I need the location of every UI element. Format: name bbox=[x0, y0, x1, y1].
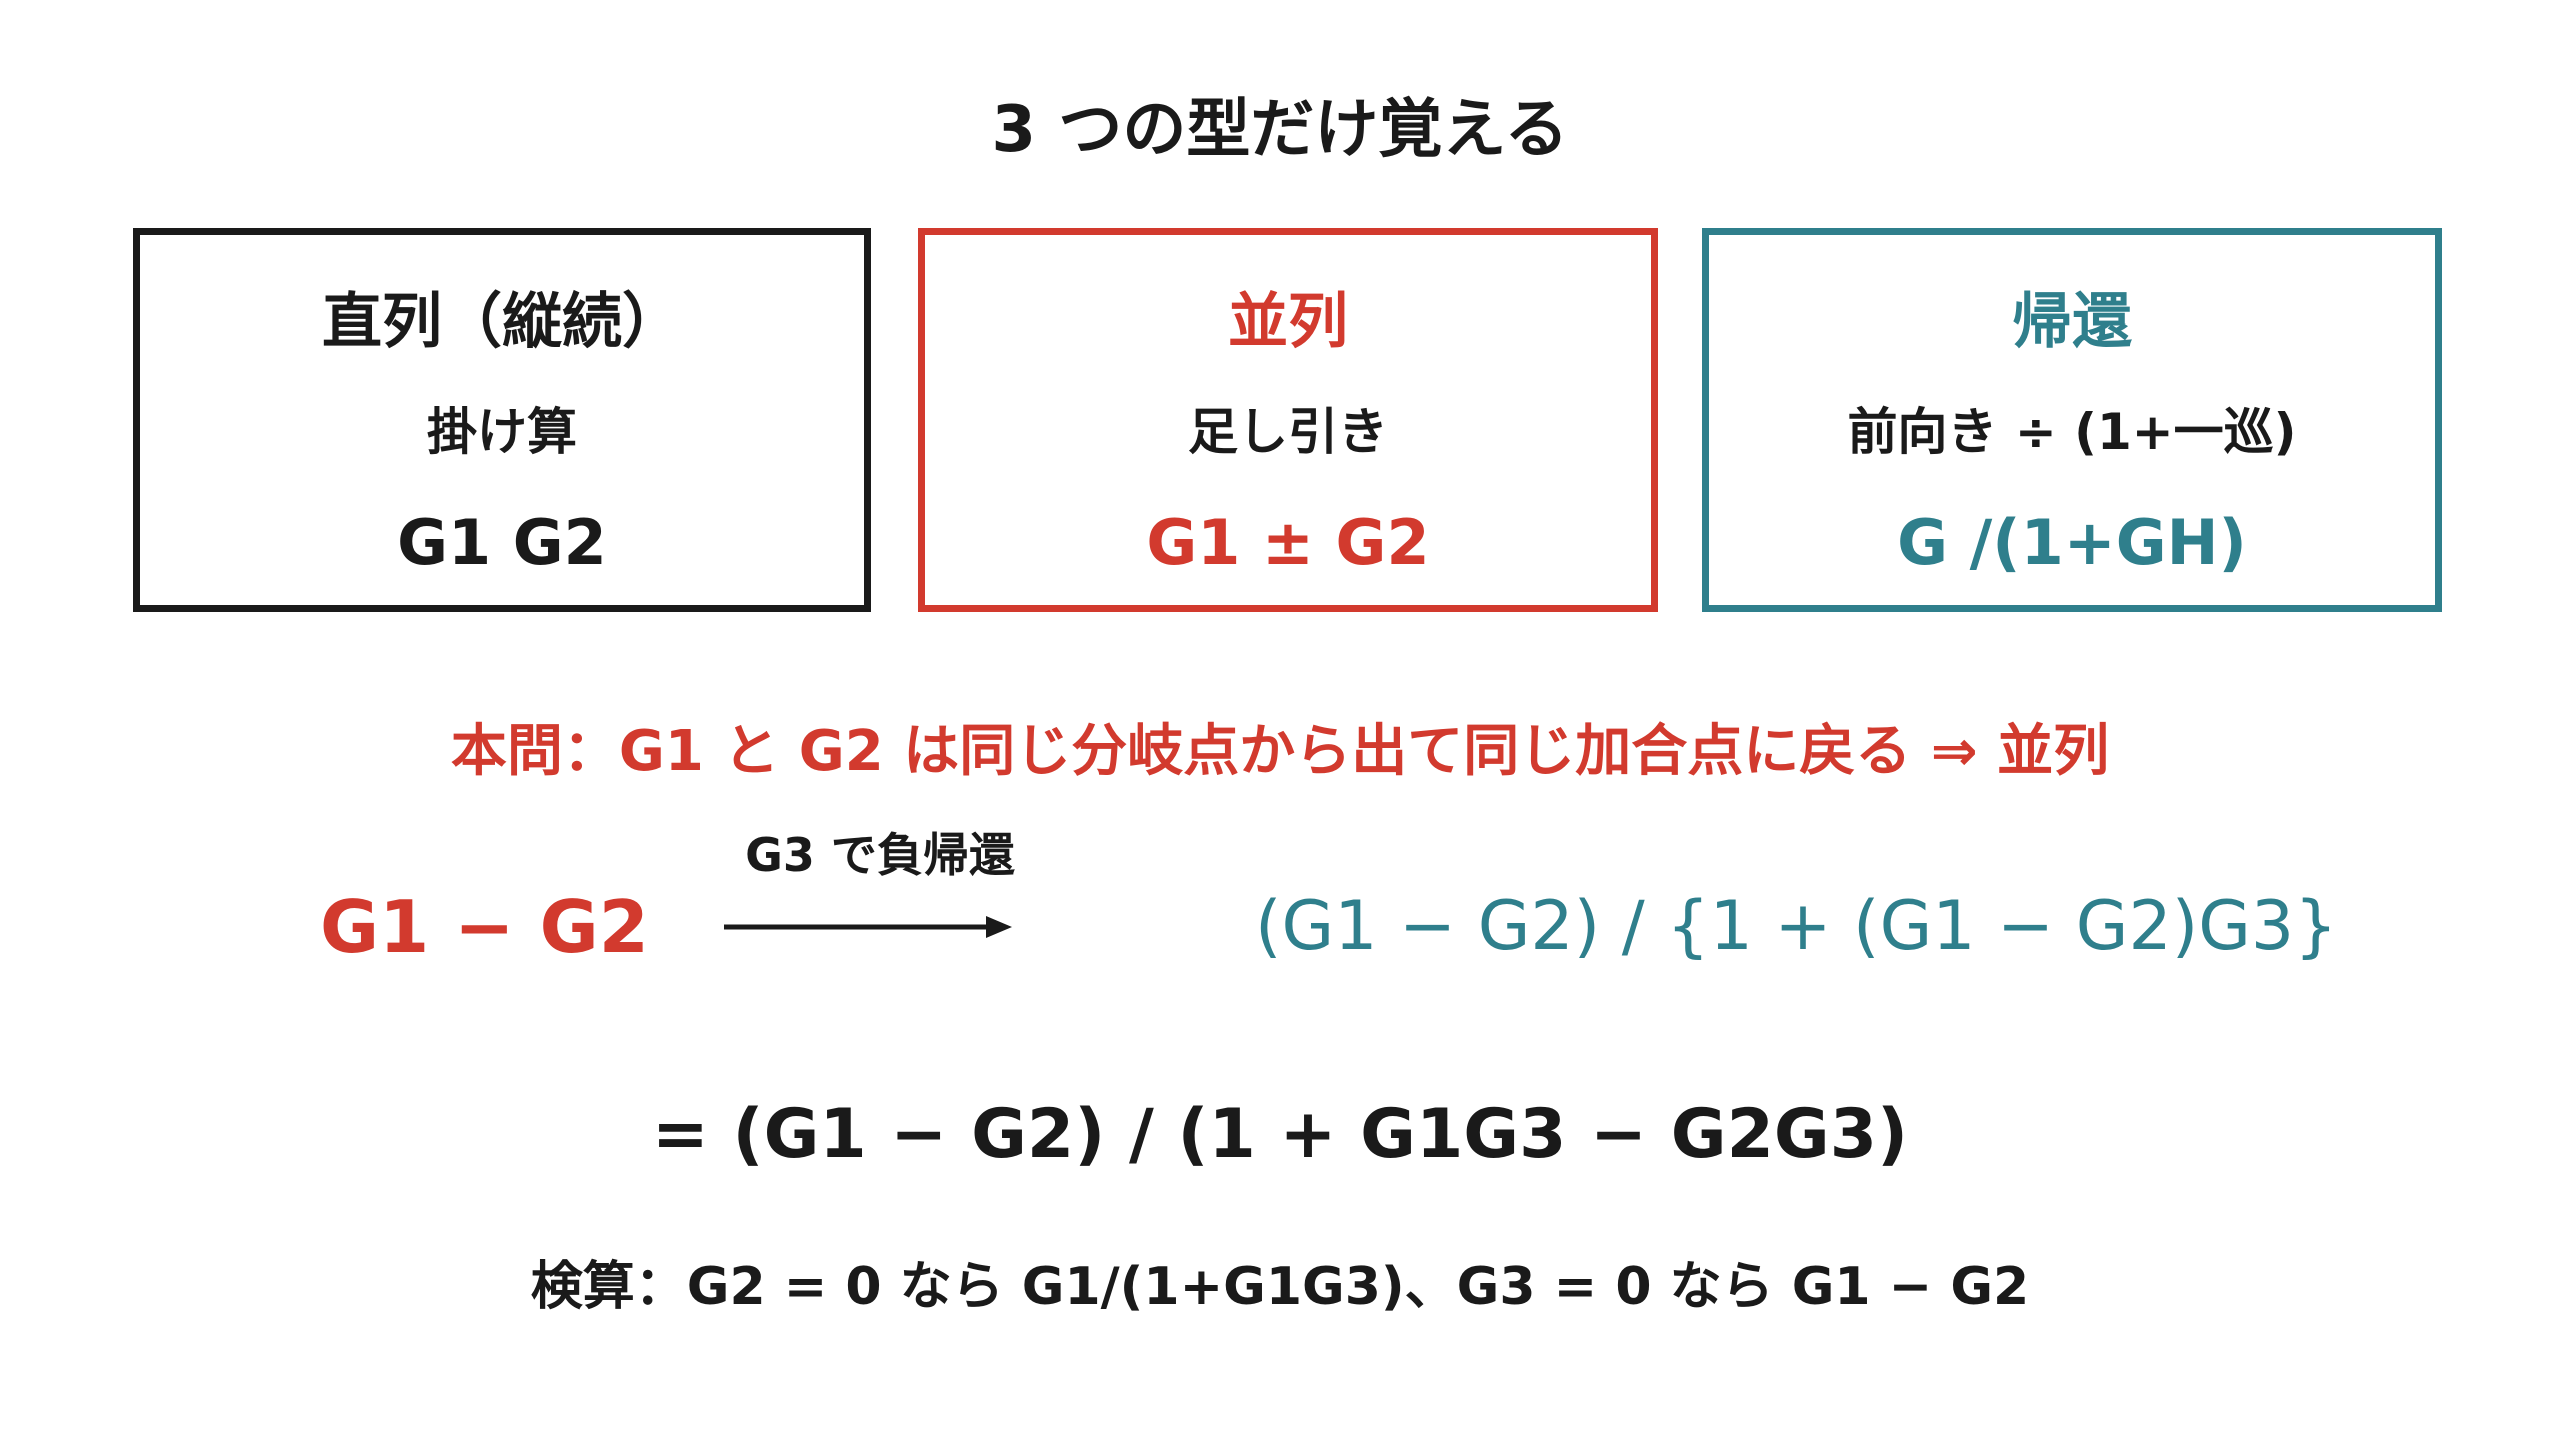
transform-lhs: G1 − G2 bbox=[320, 885, 649, 969]
series-card: 直列（縦続） 掛け算 G1 G2 bbox=[133, 228, 871, 612]
feedback-heading: 帰還 bbox=[2012, 287, 2132, 357]
parallel-heading: 並列 bbox=[1228, 287, 1348, 357]
parallel-card: 並列 足し引き G1 ± G2 bbox=[918, 228, 1658, 612]
series-subtitle: 掛け算 bbox=[427, 403, 577, 461]
page-title: 3 つの型だけ覚える bbox=[991, 93, 1569, 167]
problem-statement: 本問：G1 と G2 は同じ分岐点から出て同じ加合点に戻る ⇒ 並列 bbox=[450, 719, 2110, 784]
feedback-formula: G /(1+GH) bbox=[1897, 506, 2247, 579]
parallel-formula: G1 ± G2 bbox=[1146, 506, 1430, 579]
feedback-subtitle: 前向き ÷ (1+一巡) bbox=[1847, 403, 2297, 461]
series-heading: 直列（縦続） bbox=[322, 287, 682, 357]
arrow-label: G3 で負帰還 bbox=[745, 828, 1015, 882]
series-formula: G1 G2 bbox=[397, 506, 607, 579]
transform-rhs: (G1 − G2) / {1 + (G1 − G2)G3} bbox=[1255, 887, 2338, 966]
right-arrow-icon bbox=[724, 916, 1012, 938]
verification-note: 検算：G2 = 0 なら G1/(1+G1G3)、G3 = 0 なら G1 − … bbox=[530, 1257, 2030, 1317]
result-formula: = (G1 − G2) / (1 + G1G3 − G2G3) bbox=[651, 1095, 1909, 1174]
feedback-card: 帰還 前向き ÷ (1+一巡) G /(1+GH) bbox=[1702, 228, 2442, 612]
parallel-subtitle: 足し引き bbox=[1188, 403, 1388, 461]
